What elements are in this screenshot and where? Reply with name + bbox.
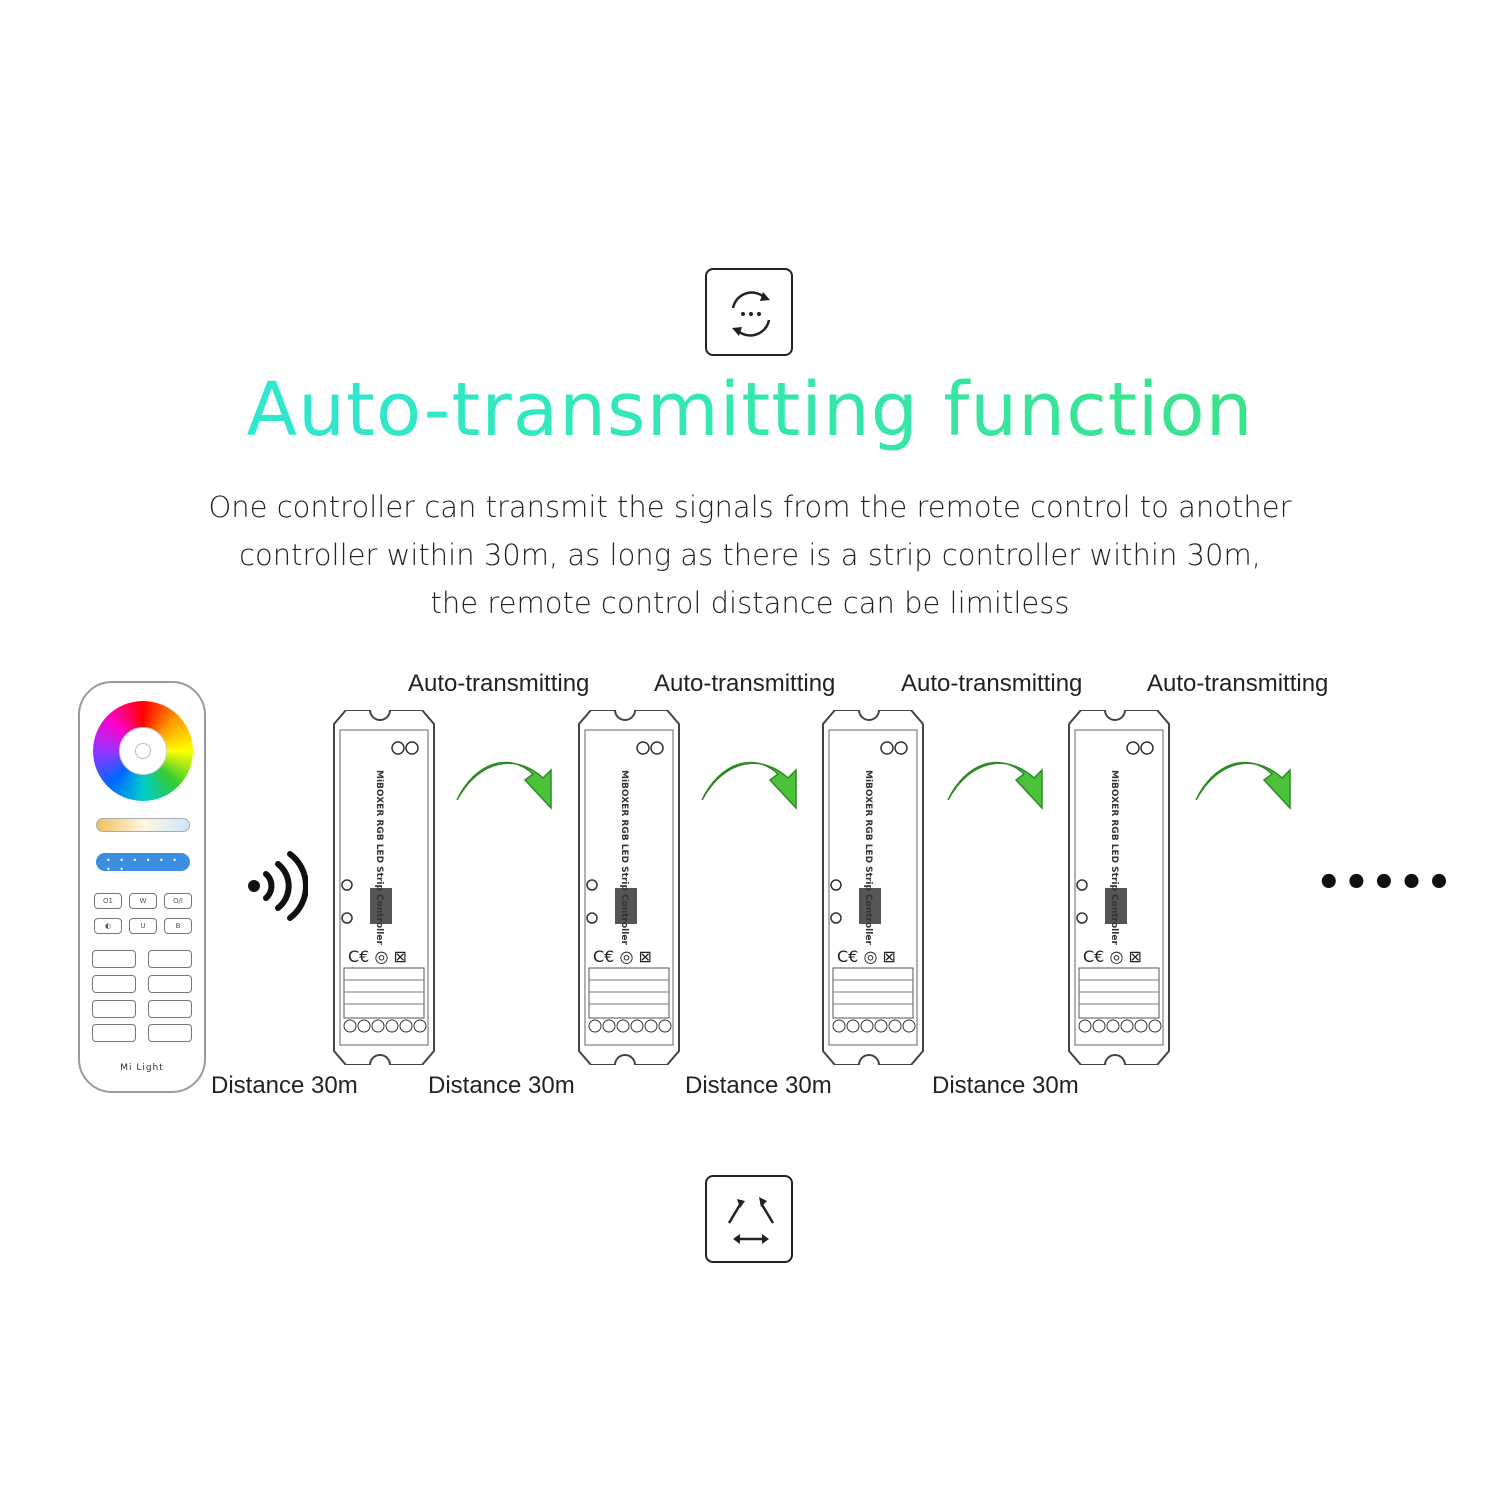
description: One controller can transmit the signals … xyxy=(0,483,1500,627)
zone-button xyxy=(148,975,192,993)
wireless-signal-icon xyxy=(244,846,309,930)
remote-button: O/I xyxy=(164,893,192,909)
controller-label: MiBOXER RGB LED Strip Controller xyxy=(863,770,873,945)
zone-button xyxy=(148,1024,192,1042)
zone-button xyxy=(92,950,136,968)
strip-controller: C€ ◎ ⊠ MiBOXER RGB LED Strip Controller xyxy=(819,710,927,1065)
distance-label: Distance 30m xyxy=(685,1072,832,1099)
zone-button xyxy=(92,975,136,993)
remote-button: ◐ xyxy=(94,918,122,934)
controller-drawing: C€ ◎ ⊠ xyxy=(578,710,680,1065)
controller-label: MiBOXER RGB LED Strip Controller xyxy=(1109,770,1119,945)
controller-label: MiBOXER RGB LED Strip Controller xyxy=(619,770,629,945)
transmit-label: Auto-transmitting xyxy=(901,670,1083,697)
refresh-dots-icon xyxy=(705,268,793,356)
remote-button: O1 xyxy=(94,893,122,909)
svg-text:C€ ◎ ⊠: C€ ◎ ⊠ xyxy=(837,947,896,966)
page-title: Auto-transmitting function xyxy=(0,362,1500,458)
remote-button: U xyxy=(129,918,157,934)
remote-brand: Mi Light xyxy=(120,1063,164,1073)
controller-label: MiBOXER RGB LED Strip Controller xyxy=(374,770,384,945)
strip-controller: C€ ◎ ⊠ MiBOXER RGB LED Strip Controller xyxy=(575,710,683,1065)
remote-control: • • • • • • • • O1 W O/I ◐ U B Mi Light xyxy=(78,681,206,1093)
controller-drawing: C€ ◎ ⊠ xyxy=(822,710,924,1065)
cycle-arrows-icon xyxy=(705,1175,793,1263)
svg-text:C€ ◎ ⊠: C€ ◎ ⊠ xyxy=(1083,947,1142,966)
zone-button xyxy=(148,950,192,968)
distance-label: Distance 30m xyxy=(932,1072,1079,1099)
color-temperature-slider xyxy=(96,818,190,832)
transmit-label: Auto-transmitting xyxy=(408,670,590,697)
green-curved-arrow-icon xyxy=(455,752,555,812)
zone-button xyxy=(148,1000,192,1018)
strip-controller: C€ ◎ ⊠ MiBOXER RGB LED Strip Controller xyxy=(330,710,438,1065)
transmit-label: Auto-transmitting xyxy=(1147,670,1329,697)
svg-text:C€ ◎ ⊠: C€ ◎ ⊠ xyxy=(348,947,407,966)
svg-text:C€ ◎ ⊠: C€ ◎ ⊠ xyxy=(593,947,652,966)
color-wheel xyxy=(93,701,193,801)
remote-button: W xyxy=(129,893,157,909)
controller-drawing: C€ ◎ ⊠ xyxy=(1068,710,1170,1065)
remote-button: B xyxy=(164,918,192,934)
distance-label: Distance 30m xyxy=(428,1072,575,1099)
green-curved-arrow-icon xyxy=(1194,752,1294,812)
zone-button xyxy=(92,1000,136,1018)
strip-controller: C€ ◎ ⊠ MiBOXER RGB LED Strip Controller xyxy=(1065,710,1173,1065)
distance-label: Distance 30m xyxy=(211,1072,358,1099)
green-curved-arrow-icon xyxy=(700,752,800,812)
brightness-slider: • • • • • • • • xyxy=(96,853,190,874)
continuation-dots: ••••• xyxy=(1316,860,1454,906)
controller-drawing: C€ ◎ ⊠ xyxy=(333,710,435,1065)
description-line: One controller can transmit the signals … xyxy=(208,490,1292,524)
green-curved-arrow-icon xyxy=(946,752,1046,812)
description-line: controller within 30m, as long as there … xyxy=(239,538,1261,572)
transmit-label: Auto-transmitting xyxy=(654,670,836,697)
description-line: the remote control distance can be limit… xyxy=(430,586,1070,620)
zone-button xyxy=(92,1024,136,1042)
